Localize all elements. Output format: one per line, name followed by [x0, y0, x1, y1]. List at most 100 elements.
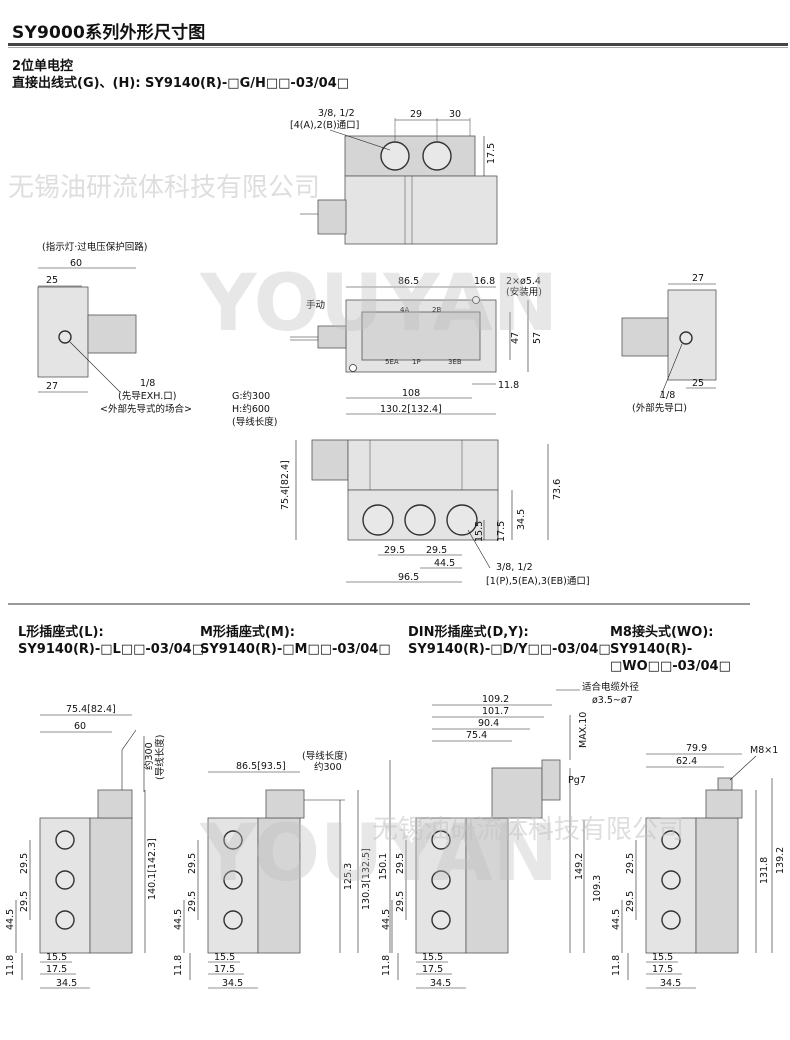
section-M-title: M形插座式(M): SY9140(R)-□M□□-03/04□ [200, 624, 391, 658]
port-1p: 1P [412, 358, 421, 366]
lead-g: G:约300 [232, 390, 270, 402]
D-gland [541, 759, 561, 801]
dim-port-size-top: 3/8, 1/2 [318, 108, 355, 119]
dim-86-5: 86.5 [398, 276, 419, 287]
D-dim-109-2: 109.2 [482, 694, 509, 705]
section-L-name: L形插座式(L): [18, 625, 104, 640]
M-lead: 约300 [314, 761, 342, 773]
L-dim-17-5: 17.5 [46, 964, 67, 975]
D-dim-101-7: 101.7 [482, 706, 509, 717]
M-dim-11-8: 11.8 [173, 955, 184, 976]
section-D-model: SY9140(R)-□D/Y□□-03/04□ [408, 642, 611, 657]
D-dim-109-3: 109.3 [592, 875, 603, 902]
top-solenoid [317, 199, 347, 235]
left-pilot-port [58, 330, 72, 344]
top-port-block [344, 135, 476, 177]
M-connector [265, 789, 305, 819]
dim-47: 47 [510, 332, 521, 344]
pilot-exh-size: 1/8 [140, 378, 155, 389]
front-port-note: [1(P),5(EA),3(EB)通口] [486, 576, 590, 587]
D-dim-150-1: 150.1 [378, 853, 389, 880]
section-divider [8, 603, 750, 605]
dim-17-5: 17.5 [486, 143, 497, 164]
W-dim-11-8: 11.8 [611, 955, 622, 976]
dim-73-6: 73.6 [552, 479, 563, 500]
top-body [344, 175, 498, 245]
dim-96-5: 96.5 [398, 572, 419, 583]
side-view: 5EA 1P 3EB 4A 2B 86.5 16.8 2×ø5.4 (安装用) … [232, 276, 543, 428]
D-body-right [465, 817, 509, 954]
M-dim-15-5: 15.5 [214, 952, 235, 963]
W-connector [705, 789, 743, 819]
L-dim-height: 140.1[142.3] [147, 838, 158, 900]
W-m8-label: M8×1 [750, 745, 778, 756]
dim-29: 29 [410, 109, 422, 120]
D-max-10: MAX.10 [578, 712, 589, 748]
front-solenoid [311, 439, 349, 481]
M-dim-17-5: 17.5 [214, 964, 235, 975]
section-W-name: M8接头式(WO): [610, 625, 714, 640]
section-W-title: M8接头式(WO): SY9140(R)-□WO□□-03/04□ [610, 624, 790, 675]
mount-note: (安装用) [506, 286, 542, 298]
dim-130-2: 130.2[132.4] [380, 404, 442, 415]
M-dim-29-5-a: 29.5 [187, 853, 198, 874]
view-D: 适合电缆外径 ø3.5~ø7 109.2 101.7 90.4 75.4 MAX… [378, 681, 640, 989]
W-dim-15-5: 15.5 [652, 952, 673, 963]
pilot-exh-label: (先导EXH.口) [118, 390, 176, 402]
D-dim-29-5-a: 29.5 [395, 853, 406, 874]
W-body-right [695, 817, 739, 954]
page-title: SY9000系列外形尺寸图 [12, 23, 206, 43]
top-section-line2: 直接出线式(G)、(H): SY9140(R)-□G/H□□-03/04□ [12, 76, 350, 91]
lead-h: H:约600 [232, 403, 270, 415]
D-cable-note: 适合电缆外径 [582, 681, 640, 693]
dim-30: 30 [449, 109, 461, 120]
W-m8-plug [717, 777, 733, 791]
left-view: (指示灯·过电压保护回路) 60 25 27 1/8 (先导EXH.口) <外部… [37, 241, 192, 415]
W-dim-62-4: 62.4 [676, 756, 697, 767]
watermark-company-bottom: 无锡油研流体科技有限公司 [372, 815, 684, 845]
L-dim-60: 60 [74, 721, 86, 732]
W-dim-29-5-a: 29.5 [625, 853, 636, 874]
M-dim-125-3: 125.3 [343, 863, 354, 890]
D-dim-44-5: 44.5 [381, 909, 392, 930]
L-lead-note: (导线长度) [154, 735, 166, 780]
M-dim-34-5: 34.5 [222, 978, 243, 989]
D-dim-15-5: 15.5 [422, 952, 443, 963]
dim-75-4: 75.4[82.4] [280, 460, 291, 510]
section-W-model: SY9140(R)-□WO□□-03/04□ [610, 642, 731, 674]
right-view: 27 25 1/8 (外部先导口) [621, 273, 717, 414]
right-body [667, 289, 717, 381]
right-coil [621, 317, 669, 357]
L-dim-34-5: 34.5 [56, 978, 77, 989]
header-rule-thin [8, 47, 788, 48]
port-2b-top [422, 141, 452, 171]
dim-29-5-a: 29.5 [384, 545, 405, 556]
mount-holes: 2×ø5.4 [506, 276, 541, 287]
L-dim-15-5: 15.5 [46, 952, 67, 963]
M-dim-130-3: 130.3[132.5] [361, 848, 372, 910]
D-dim-11-8: 11.8 [381, 955, 392, 976]
dim-right-27: 27 [692, 273, 704, 284]
D-pg7: Pg7 [568, 775, 586, 786]
right-pilot-port [679, 331, 693, 345]
M-dim-44-5: 44.5 [173, 909, 184, 930]
front-port-5ea [362, 504, 394, 536]
dim-57: 57 [532, 332, 543, 344]
W-dim-79-9: 79.9 [686, 743, 707, 754]
L-lead: 约300 [143, 742, 155, 770]
dim-15-5: 15.5 [474, 521, 485, 542]
W-dim-44-5: 44.5 [611, 909, 622, 930]
D-cable-size: ø3.5~ø7 [592, 695, 633, 706]
L-dim-29-5-a: 29.5 [19, 853, 30, 874]
D-dim-75-4: 75.4 [466, 730, 487, 741]
view-M: (导线长度) 约300 86.5[93.5] 125.3 130.3[132.5… [173, 750, 372, 989]
port-3eb: 3EB [448, 358, 462, 366]
watermark-company-top: 无锡油研流体科技有限公司 [8, 173, 320, 203]
right-pilot-label: (外部先导口) [632, 402, 687, 414]
D-dim-149-2: 149.2 [574, 853, 585, 880]
L-body-right [89, 817, 133, 954]
port-2b: 2B [432, 306, 441, 314]
header-rule [8, 43, 788, 46]
W-dim-131-8: 131.8 [759, 857, 770, 884]
dim-17-5-front: 17.5 [496, 521, 507, 542]
